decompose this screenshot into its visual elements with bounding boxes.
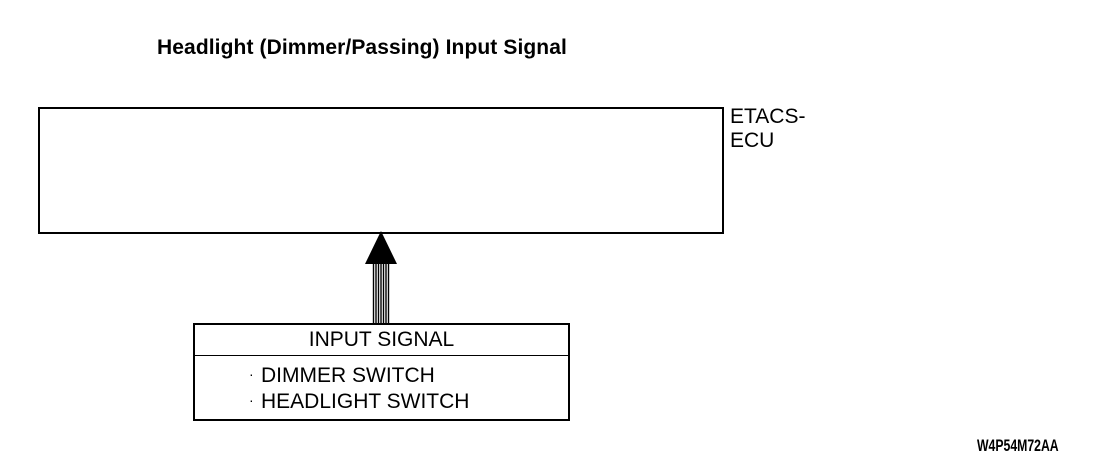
list-item-label: HEADLIGHT SWITCH [261,390,470,413]
bullet-icon: · [249,392,254,408]
ecu-label-line1: ETACS- [730,105,806,128]
ecu-label-line2: ECU [730,129,775,152]
bullet-icon: · [249,366,254,382]
figure-code: W4P54M72AA [977,436,1059,455]
arrow-head [365,231,397,264]
input-signal-header: INPUT SIGNAL [195,325,568,356]
etacs-ecu-box [38,107,724,234]
list-item-dimmer-switch: · DIMMER SWITCH [249,362,568,388]
input-signal-box: INPUT SIGNAL · DIMMER SWITCH · HEADLIGHT S… [193,323,570,421]
arrow-shaft [372,263,390,325]
diagram-title: Headlight (Dimmer/Passing) Input Signal [157,36,567,59]
input-signal-list: · DIMMER SWITCH · HEADLIGHT SWITCH [195,356,568,414]
list-item-label: DIMMER SWITCH [261,364,435,387]
etacs-ecu-label: ETACS- ECU [730,105,805,153]
signal-arrow-up-icon [365,231,397,325]
list-item-headlight-switch: · HEADLIGHT SWITCH [249,388,568,414]
